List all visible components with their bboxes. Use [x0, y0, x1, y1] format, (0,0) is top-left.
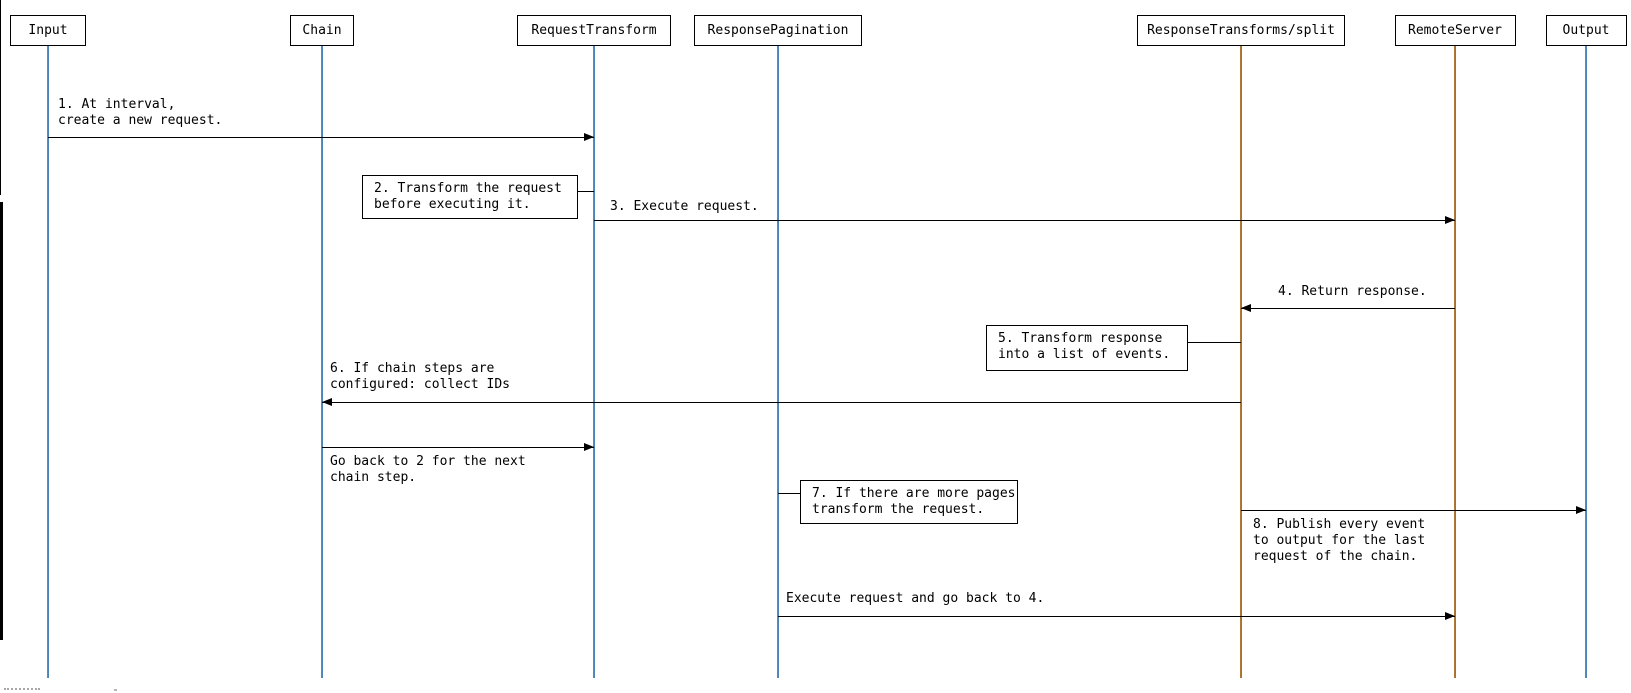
participant-label: Input [28, 23, 68, 38]
note-connector-note-2-transform-request [578, 191, 594, 192]
message-line-msg-go-back-to-2 [322, 447, 594, 448]
message-label-msg-4-return-response: 4. Return response. [1278, 284, 1427, 300]
lifeline-response-pagination [777, 46, 779, 678]
note-connector-note-7-more-pages [778, 493, 800, 494]
lifeline-request-transform [593, 46, 595, 678]
message-label-line: chain step. [330, 470, 417, 485]
message-label-line: request of the chain. [1253, 549, 1418, 564]
arrowhead-left-icon [322, 398, 332, 406]
window-edge-bar [0, 202, 3, 640]
note-line: transform the request. [812, 502, 985, 517]
participant-box-output: Output [1545, 15, 1627, 46]
arrowhead-right-icon [1445, 612, 1455, 620]
lifeline-chain [321, 46, 323, 678]
lifeline-remote-server [1454, 46, 1456, 678]
message-label-line: to output for the last [1253, 533, 1426, 548]
message-line-msg-8-publish-events [1241, 510, 1586, 511]
participant-box-response-pagination: ResponsePagination [694, 15, 862, 46]
message-label-line: 3. Execute request. [610, 199, 759, 214]
note-line: before executing it. [374, 197, 531, 212]
message-line-msg-1-create-request [48, 137, 594, 138]
participant-box-remote-server: RemoteServer [1394, 15, 1516, 46]
message-label-msg-3-execute-request: 3. Execute request. [610, 199, 759, 215]
note-line: into a list of events. [998, 347, 1171, 362]
window-edge-line [0, 0, 1, 195]
bottom-dots [4, 688, 40, 692]
participant-label: Output [1562, 23, 1610, 38]
participant-label: RemoteServer [1408, 23, 1502, 38]
note-line: 2. Transform the request [374, 181, 562, 196]
bottom-dot [114, 689, 117, 691]
participant-label: RequestTransform [531, 23, 657, 38]
message-line-msg-4-return-response [1241, 308, 1455, 309]
arrowhead-right-icon [584, 133, 594, 141]
message-label-line: create a new request. [58, 113, 223, 128]
message-label-line: Go back to 2 for the next [330, 454, 526, 469]
note-connector-note-5-transform-response [1188, 342, 1241, 343]
note-line: 5. Transform response [998, 331, 1163, 346]
participant-box-input: Input [10, 15, 86, 46]
note-line: 7. If there are more pages [812, 486, 1016, 501]
arrowhead-right-icon [1445, 216, 1455, 224]
lifeline-input [47, 46, 49, 678]
participant-label: Chain [302, 23, 342, 38]
message-label-line: 8. Publish every event [1253, 517, 1426, 532]
message-label-line: configured: collect IDs [330, 377, 511, 392]
message-label-msg-execute-go-back-4: Execute request and go back to 4. [786, 591, 1044, 607]
arrowhead-right-icon [584, 443, 594, 451]
message-label-line: Execute request and go back to 4. [786, 591, 1045, 606]
message-label-line: 1. At interval, [58, 97, 176, 112]
participant-box-chain: Chain [290, 15, 354, 46]
message-line-msg-execute-go-back-4 [778, 616, 1455, 617]
participant-box-request-transform: RequestTransform [517, 15, 671, 46]
participant-label: ResponseTransforms/split [1147, 23, 1335, 38]
lifeline-output [1585, 46, 1587, 678]
arrowhead-right-icon [1576, 506, 1586, 514]
message-label-line: 4. Return response. [1278, 284, 1427, 299]
message-line-msg-6-collect-ids [322, 402, 1241, 403]
arrowhead-left-icon [1241, 304, 1251, 312]
message-label-msg-1-create-request: 1. At interval,create a new request. [58, 97, 222, 129]
lifeline-response-transforms-split [1240, 46, 1242, 678]
message-label-line: 6. If chain steps are [330, 361, 495, 376]
message-line-msg-3-execute-request [594, 220, 1455, 221]
participant-label: ResponsePagination [707, 23, 849, 38]
participant-box-response-transforms-split: ResponseTransforms/split [1137, 15, 1345, 46]
